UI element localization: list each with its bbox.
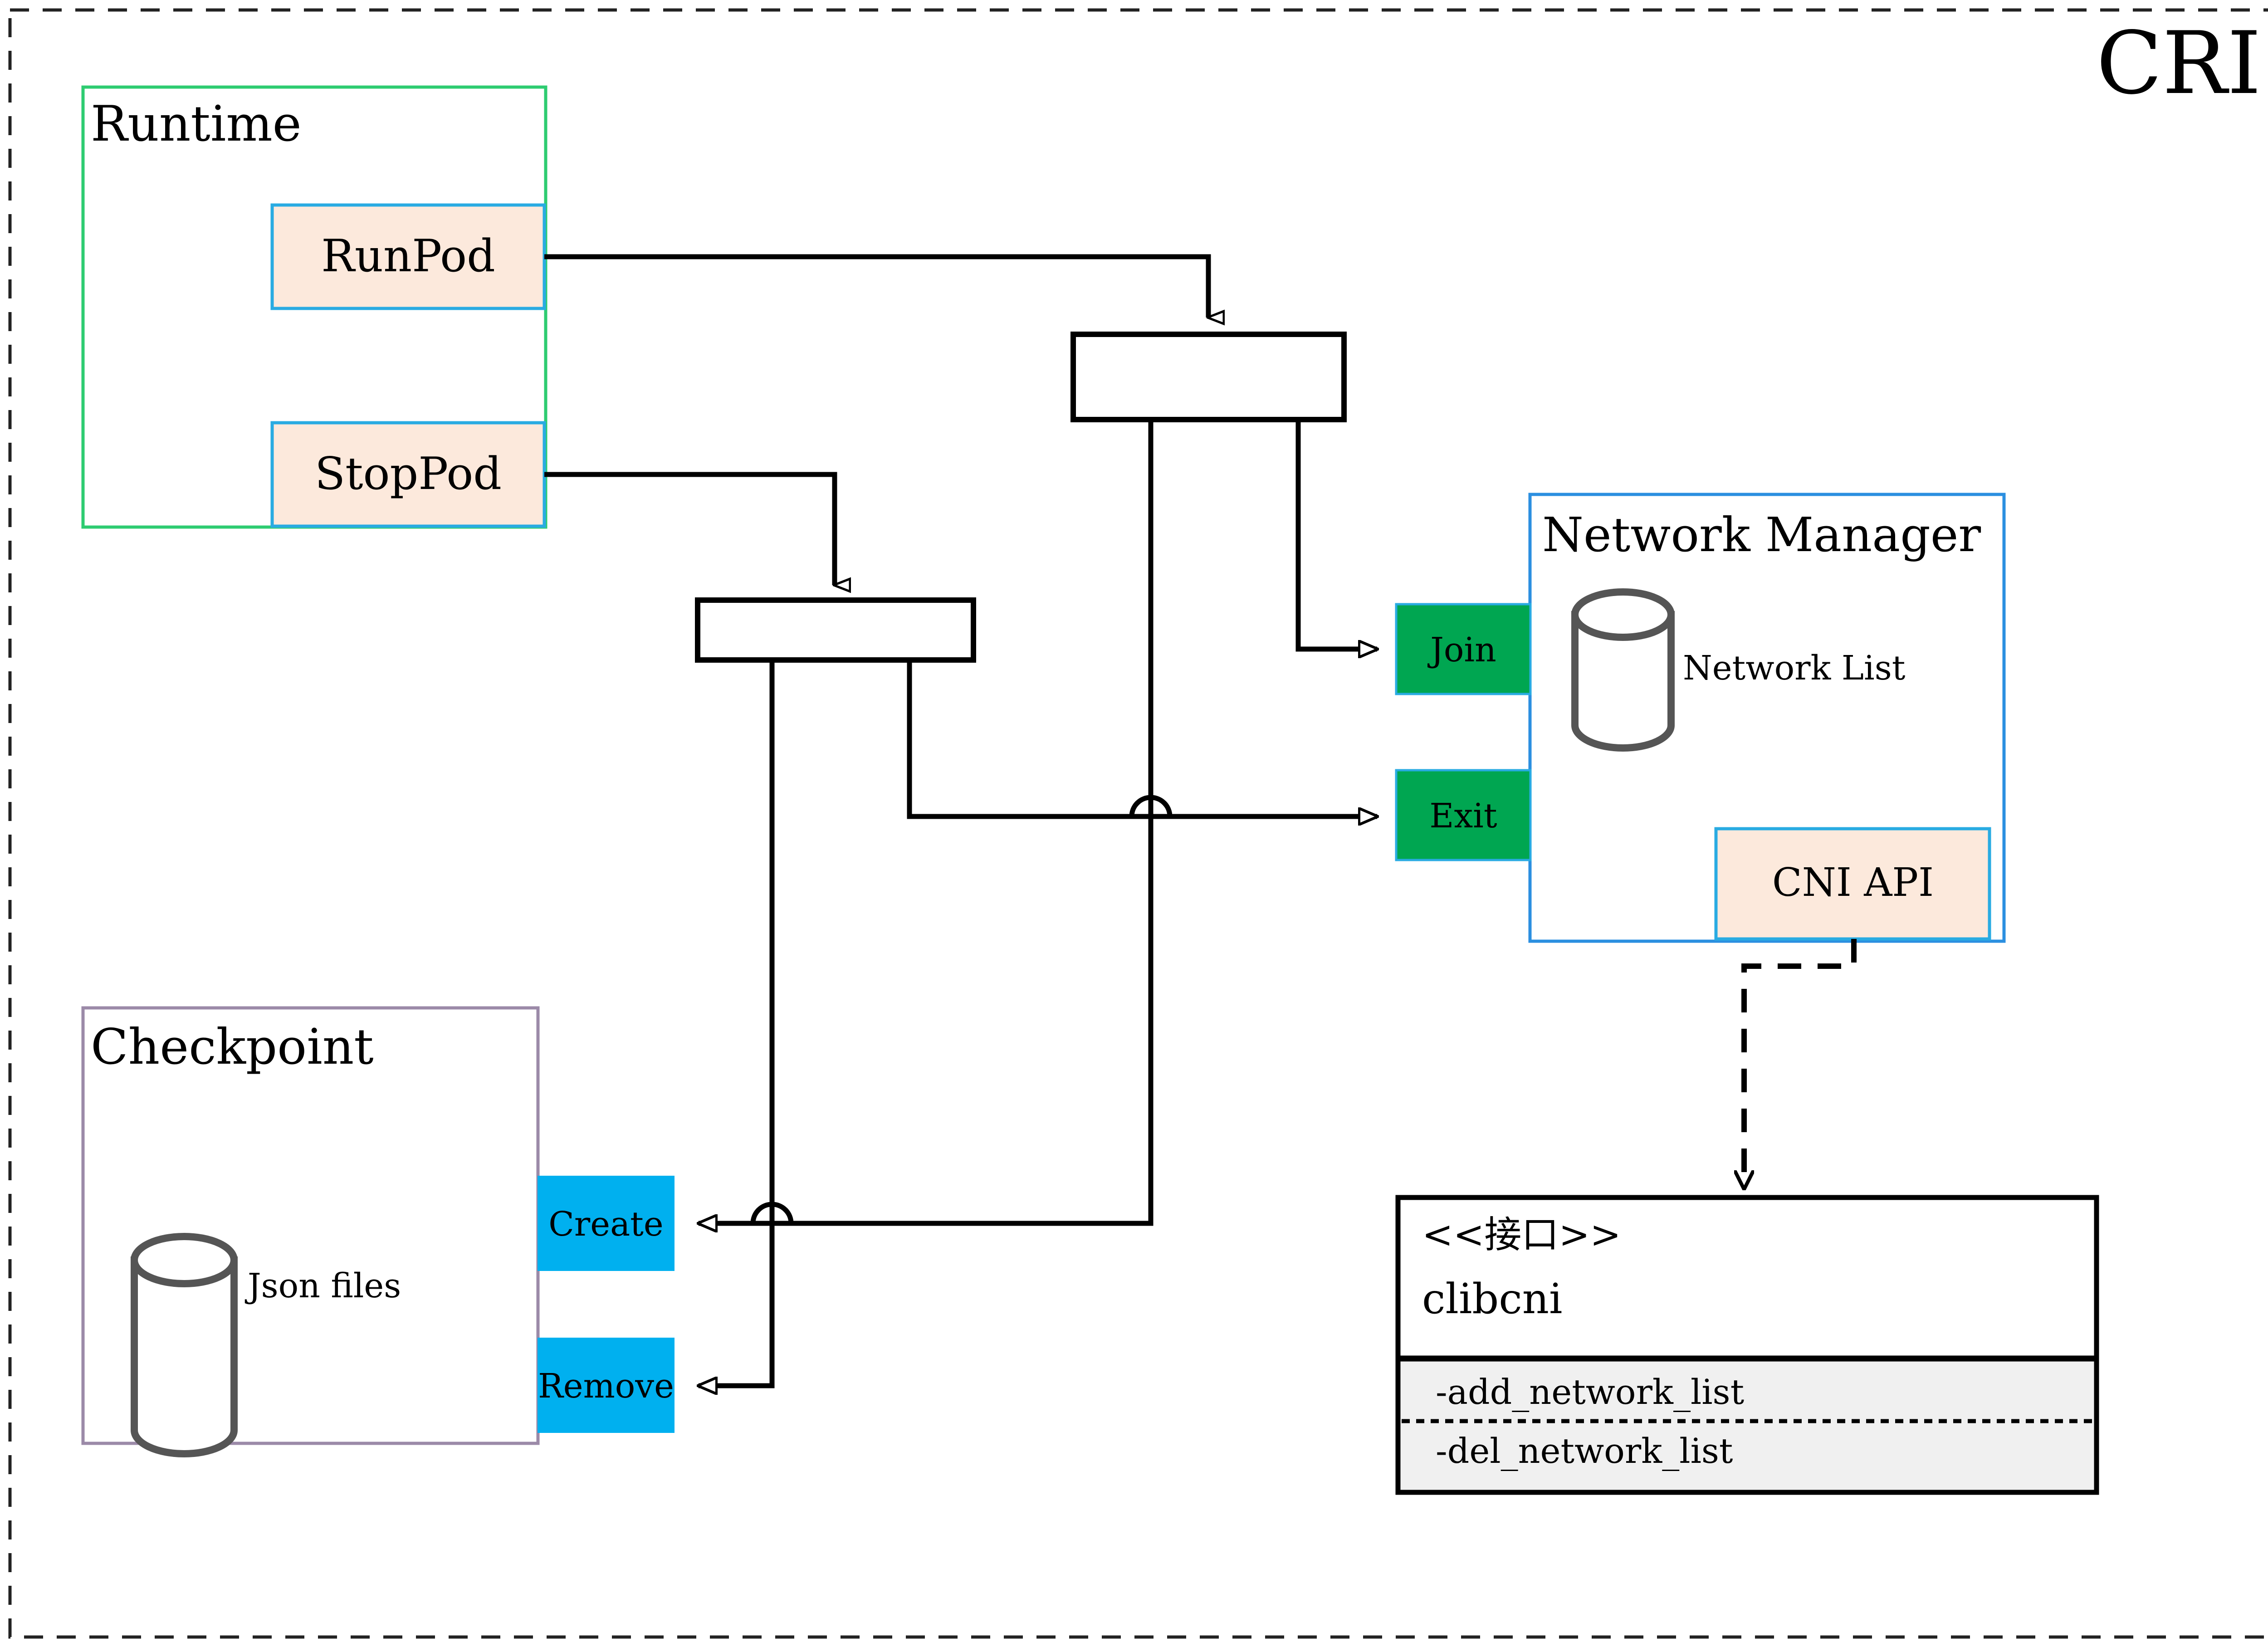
cylinder-icon [131, 1233, 238, 1457]
runpod-label: RunPod [321, 230, 495, 282]
remove-operation[interactable] [538, 1338, 675, 1433]
create-operation[interactable] [538, 1176, 675, 1271]
json-files-label: Json files [244, 1266, 401, 1305]
fork-bar-stoppod [695, 597, 976, 663]
clibcni-outline-overlay [1395, 1195, 2099, 1495]
stoppod-operation[interactable] [270, 421, 546, 528]
clibcni-title: clibcni [1422, 1275, 1562, 1323]
cni-api-operation[interactable] [1714, 827, 1991, 941]
method-add-network-list: -add_network_list [1436, 1372, 1744, 1412]
join-label: Join [1427, 630, 1496, 670]
create-label: Create [548, 1205, 663, 1244]
checkpoint-group-label: Checkpoint [91, 1019, 374, 1075]
remove-label: Remove [538, 1367, 674, 1406]
stoppod-label: StopPod [315, 448, 502, 500]
connector-cni-api-to-clibcni [1744, 939, 1857, 1188]
cylinder-icon [1571, 588, 1675, 752]
runtime-group-label: Runtime [91, 96, 302, 152]
connector-stoppod-to-fork [544, 472, 835, 585]
connector-fork-to-exit [907, 660, 1377, 816]
fork-bar-runpod [1070, 332, 1347, 422]
exit-operation[interactable] [1395, 769, 1532, 861]
runpod-operation[interactable] [270, 203, 546, 310]
network-list-label: Network List [1683, 649, 1906, 688]
connector-runpod-to-fork [544, 254, 1208, 318]
network-manager-group-label: Network Manager [1542, 507, 1981, 562]
exit-label: Exit [1429, 797, 1497, 836]
clibcni-methods-compartment [1401, 1359, 2094, 1490]
outer-frame [8, 8, 2268, 1639]
cni-api-label: CNI API [1772, 860, 1934, 905]
join-operation[interactable] [1395, 603, 1532, 695]
line-hop-arc [750, 1202, 794, 1224]
connector-fork-to-join [1295, 420, 1377, 649]
clibcni-stereotype: <<接口>> [1422, 1213, 1621, 1256]
line-hop-arc [1129, 795, 1173, 817]
connector-fork-to-create [699, 420, 1154, 1223]
connector-fork-to-remove [699, 660, 775, 1386]
method-del-network-list: -del_network_list [1436, 1431, 1733, 1471]
page-title: CRI [2097, 13, 2262, 113]
